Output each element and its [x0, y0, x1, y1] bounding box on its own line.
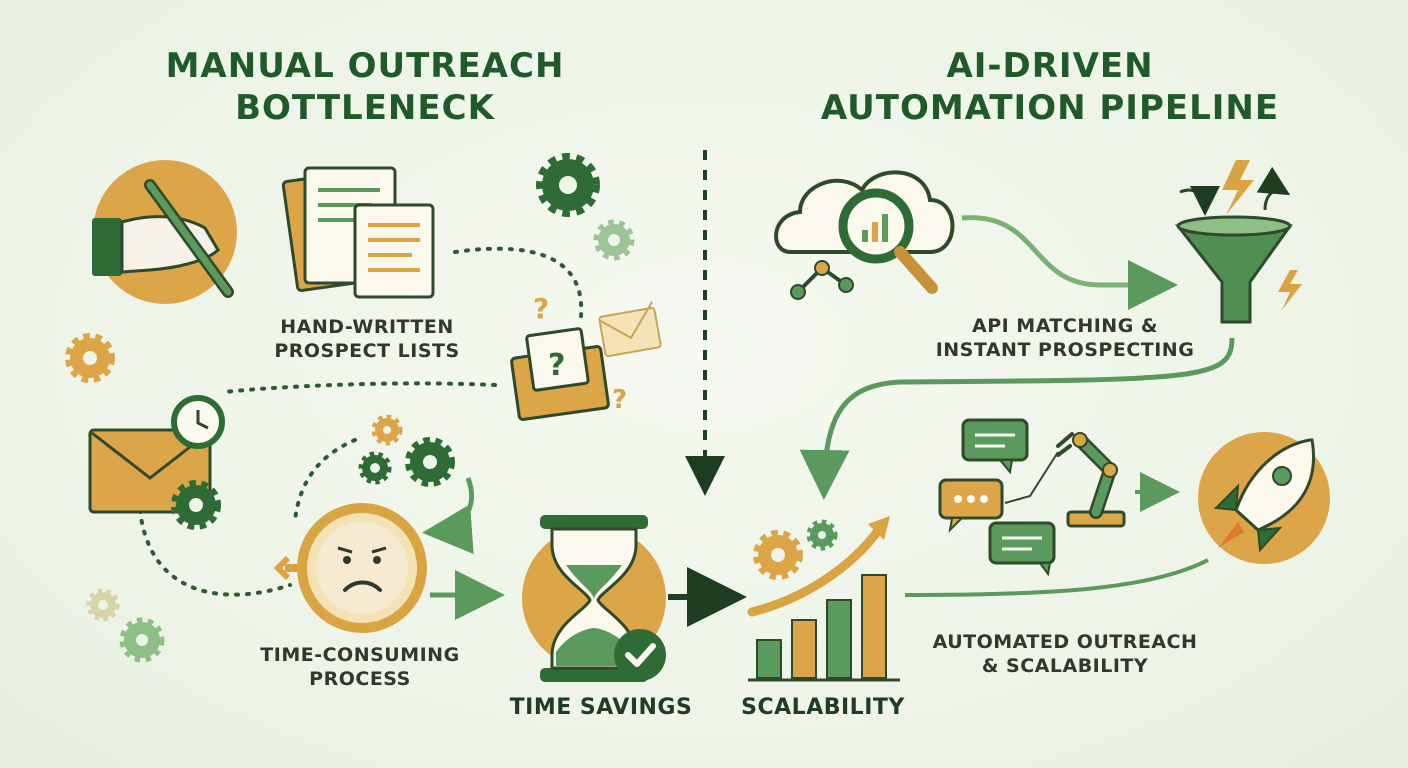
question-mark: ?: [533, 292, 549, 325]
gear-icon: [371, 414, 403, 446]
time-consuming-line-2: PROCESS: [309, 668, 411, 690]
right-title-line-1: AI-DRIVEN: [946, 46, 1154, 86]
automated-outreach-label: AUTOMATED OUTREACH & SCALABILITY: [930, 630, 1200, 678]
api-matching-label: API MATCHING & INSTANT PROSPECTING: [920, 314, 1210, 362]
left-title: MANUAL OUTREACH BOTTLENECK: [110, 45, 620, 129]
api-matching-line-1: API MATCHING &: [971, 315, 1158, 337]
right-title: AI-DRIVEN AUTOMATION PIPELINE: [790, 45, 1310, 129]
chat-bubble-icon: [988, 521, 1056, 577]
gear-icon: [86, 588, 120, 622]
dotted-connector-gears-to-clock: [293, 438, 357, 522]
dotted-connector-envelope-to-mail: [223, 381, 497, 394]
mail-clock-icon: [88, 395, 225, 530]
time-savings-label: TIME SAVINGS: [496, 695, 706, 721]
robot-arm-icon: [1004, 432, 1126, 528]
rocket-icon: [1198, 432, 1330, 564]
arrow-funnel-to-chart: [799, 337, 1235, 500]
svg-text:?: ?: [548, 348, 565, 383]
question-mark: ?: [612, 385, 627, 415]
left-title-line-2: BOTTLENECK: [235, 88, 495, 128]
envelope-icon: [598, 301, 662, 358]
gear-icon: [536, 153, 600, 217]
gear-icon: [358, 451, 392, 485]
scalability-label: SCALABILITY: [728, 695, 918, 721]
curved-arrow-to-clock: [422, 477, 475, 555]
gear-icon: [119, 617, 165, 663]
curve-chart-to-rocket: [904, 558, 1209, 597]
funnel-icon: [1174, 160, 1302, 324]
scalability-text: SCALABILITY: [741, 695, 905, 720]
automated-outreach-line-1: AUTOMATED OUTREACH: [932, 631, 1198, 653]
api-matching-line-2: INSTANT PROSPECTING: [935, 339, 1195, 361]
prospect-lists-line-1: HAND-WRITTEN: [280, 316, 454, 338]
prospect-lists-label: HAND-WRITTEN PROSPECT LISTS: [262, 315, 472, 363]
gear-icon: [405, 437, 455, 487]
left-title-line-1: MANUAL OUTREACH: [165, 46, 565, 86]
prospect-lists-line-2: PROSPECT LISTS: [274, 340, 460, 362]
time-consuming-label: TIME-CONSUMING PROCESS: [250, 643, 470, 691]
time-consuming-line-1: TIME-CONSUMING: [260, 644, 460, 666]
time-savings-text: TIME SAVINGS: [509, 695, 693, 720]
documents-icon: [281, 166, 435, 299]
automated-outreach-line-2: & SCALABILITY: [981, 655, 1149, 677]
gear-icon: [593, 219, 635, 261]
right-title-line-2: AUTOMATION PIPELINE: [820, 88, 1280, 128]
question-envelope-icon: ?: [510, 327, 610, 421]
hand-writing-icon: [92, 160, 237, 304]
chat-bubble-icon: [961, 418, 1029, 475]
growth-chart-icon: [747, 516, 900, 682]
arrow-cloud-to-funnel: [961, 215, 1178, 310]
hourglass-icon: [522, 515, 666, 682]
frustrated-clock-icon: [273, 503, 427, 633]
gear-icon: [65, 333, 115, 383]
cloud-search-icon: [774, 170, 955, 300]
dotted-connector-mail-to-clock: [138, 508, 292, 597]
dotted-connector-prospect-to-envelope: [453, 246, 584, 327]
chat-bubble-icon: [938, 478, 1004, 533]
